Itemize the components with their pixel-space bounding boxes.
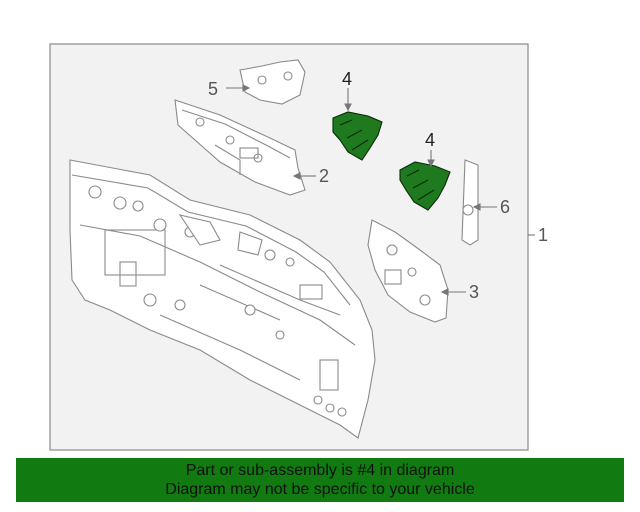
part-4-reinforcement-left[interactable] (332, 111, 383, 161)
part-3-panel[interactable] (367, 219, 449, 323)
part-5-bracket[interactable] (239, 59, 306, 105)
callout-5: 5 (208, 79, 219, 99)
part-2-bracket[interactable] (174, 99, 306, 196)
leader-lines (226, 84, 535, 296)
part-4-reinforcement-right[interactable] (399, 161, 451, 211)
callout-6: 6 (500, 197, 511, 217)
part-1-rear-panel[interactable] (69, 159, 376, 439)
banner-line-2: Diagram may not be specific to your vehi… (165, 481, 475, 498)
part-6-strip[interactable] (461, 159, 479, 246)
parts-diagram: 5 2 3 6 1 4 4 (49, 43, 549, 451)
callout-4-left: 4 (342, 69, 353, 89)
banner-line-1: Part or sub-assembly is #4 in diagram (185, 462, 455, 479)
callout-2: 2 (319, 166, 330, 186)
diagram-canvas (49, 43, 535, 451)
info-banner: Part or sub-assembly is #4 in diagram Di… (16, 458, 624, 502)
callout-4-right: 4 (425, 130, 436, 150)
callout-1: 1 (538, 225, 549, 245)
callout-3: 3 (469, 282, 480, 302)
